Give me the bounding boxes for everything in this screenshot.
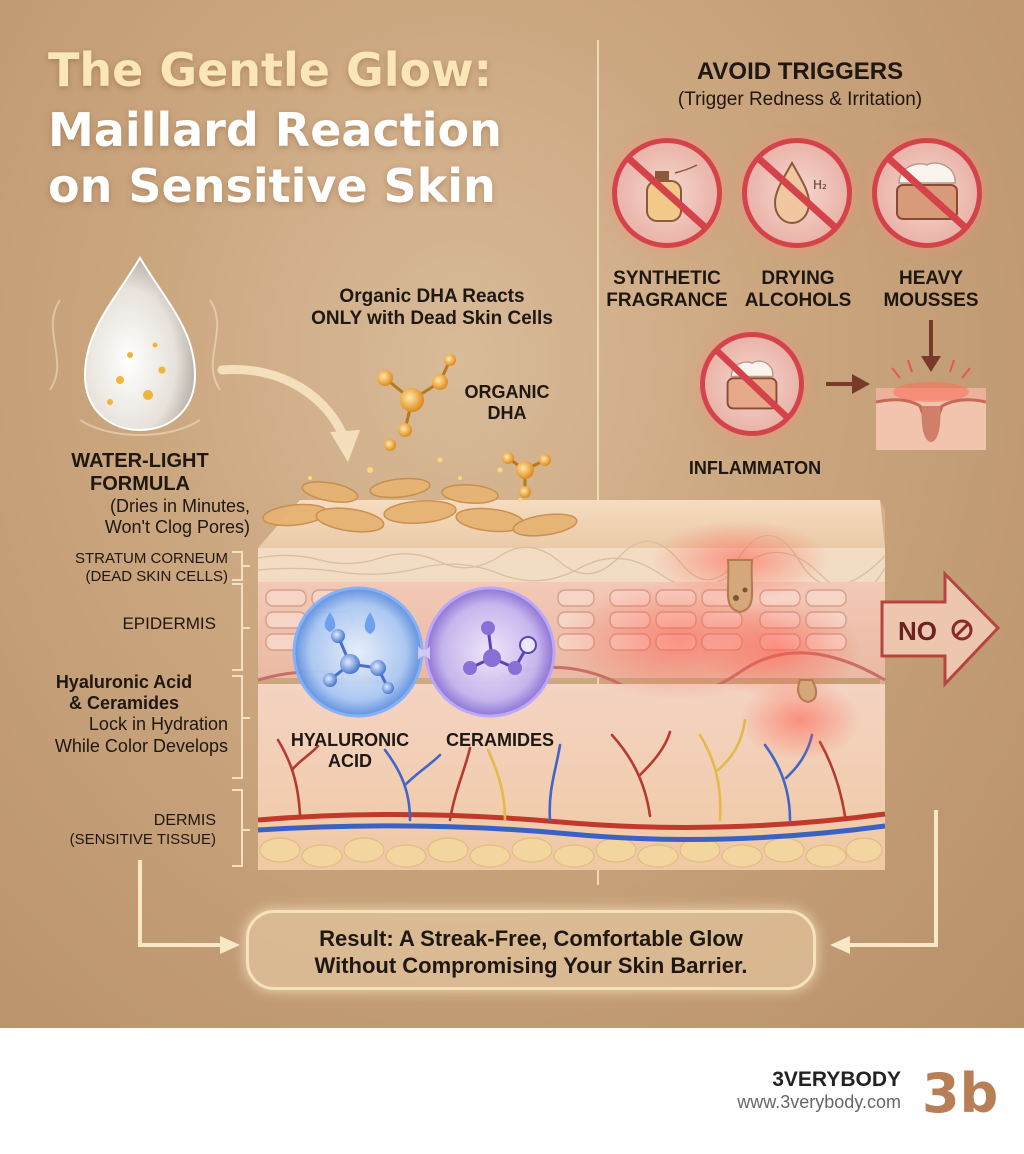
hyaluronic-line2: ACID: [328, 750, 372, 771]
dha-caption: Organic DHA Reacts ONLY with Dead Skin C…: [282, 286, 582, 330]
no-arrow-label: NO: [898, 616, 937, 646]
trigger-label-fragrance: SYNTHETIC FRAGRANCE: [602, 268, 732, 312]
title-line-2: Maillard Reaction: [48, 103, 502, 157]
perfume-bottle-icon: [612, 138, 722, 248]
trigger-label-fragrance-line2: FRAGRANCE: [606, 289, 728, 311]
brand-url[interactable]: www.3verybody.com: [737, 1092, 901, 1112]
trigger-label-alcohols: DRYING ALCOHOLS: [736, 268, 860, 312]
footer: 3VERYBODY www.3verybody.com 3b: [0, 1028, 1024, 1154]
inflammation-icon: [700, 332, 804, 436]
trigger-label-mousses-line2: MOUSSES: [883, 289, 979, 311]
epidermis-label: EPIDERMIS: [122, 614, 216, 633]
hydration-line1: Hyaluronic Acid: [55, 672, 193, 692]
dha-caption-line2: ONLY with Dead Skin Cells: [311, 307, 553, 329]
trigger-label-alcohols-line1: DRYING: [761, 268, 835, 289]
trigger-label-mousses-line1: HEAVY: [898, 268, 964, 289]
mousse-jar-icon: [872, 138, 982, 248]
dermis-line2: (SENSITIVE TISSUE): [69, 830, 216, 848]
avoid-triggers-heading: AVOID TRIGGERS: [696, 58, 904, 85]
hyaluronic-line1: HYALURONIC: [290, 730, 410, 750]
formula-desc-line2: Won't Clog Pores): [104, 516, 250, 537]
infographic-canvas: The Gentle Glow: Maillard Reaction on Se…: [0, 0, 1024, 1028]
dermis-line1: DERMIS: [153, 812, 216, 829]
organic-dha-label-line1: ORGANIC: [464, 382, 550, 402]
brand-name: 3VERYBODY: [772, 1068, 901, 1091]
trigger-label-alcohols-line2: ALCOHOLS: [744, 289, 852, 311]
water-light-formula: WATER-LIGHT FORMULA (Dries in Minutes, W…: [30, 450, 250, 537]
skin-diagram-illustration: [49, 40, 1001, 954]
organic-dha-label: ORGANIC DHA: [452, 382, 562, 423]
dermis-label: DERMIS (SENSITIVE TISSUE): [20, 812, 216, 849]
ceramides-label: CERAMIDES: [445, 730, 554, 750]
hydration-line3: Lock in Hydration: [88, 714, 228, 735]
trigger-label-mousses: HEAVY MOUSSES: [866, 268, 996, 312]
stratum-corneum-label: STRATUM CORNEUM (DEAD SKIN CELLS): [20, 550, 228, 585]
hydration-label: Hyaluronic Acid & Ceramides Lock in Hydr…: [10, 672, 228, 757]
result-line1: Result: A Streak-Free, Comfortable Glow: [319, 926, 743, 951]
stratum-corneum-line2: (DEAD SKIN CELLS): [85, 567, 228, 585]
result-text: Result: A Streak-Free, Comfortable Glow …: [249, 925, 813, 979]
hydration-line2: & Ceramides: [68, 693, 180, 714]
hyaluronic-acid-label: HYALURONIC ACID: [280, 730, 420, 771]
formula-title-line2: FORMULA: [90, 473, 190, 495]
alcohol-icon-text: H₂: [813, 178, 827, 192]
title-line-1: The Gentle Glow:: [48, 43, 493, 97]
result-box: Result: A Streak-Free, Comfortable Glow …: [246, 910, 816, 990]
brand-logo: 3b: [922, 1062, 998, 1124]
brand-logo-text: 3b: [922, 1062, 998, 1124]
hydration-line4: While Color Develops: [54, 735, 228, 756]
inflammation-label: INFLAMMATON: [688, 458, 822, 478]
organic-dha-label-line2: DHA: [487, 402, 527, 423]
avoid-triggers-subheading: (Trigger Redness & Irritation): [677, 89, 923, 110]
trigger-label-fragrance-line1: SYNTHETIC: [613, 268, 721, 289]
dha-caption-line1: Organic DHA Reacts: [339, 286, 525, 307]
title-line-3: on Sensitive Skin: [48, 159, 496, 213]
result-line2: Without Compromising Your Skin Barrier.: [314, 953, 748, 978]
formula-title-line1: WATER-LIGHT: [71, 450, 209, 472]
alcohol-drop-icon: H₂: [742, 138, 852, 248]
formula-desc-line1: (Dries in Minutes,: [109, 496, 250, 516]
stratum-corneum-line1: STRATUM CORNEUM: [74, 550, 228, 567]
